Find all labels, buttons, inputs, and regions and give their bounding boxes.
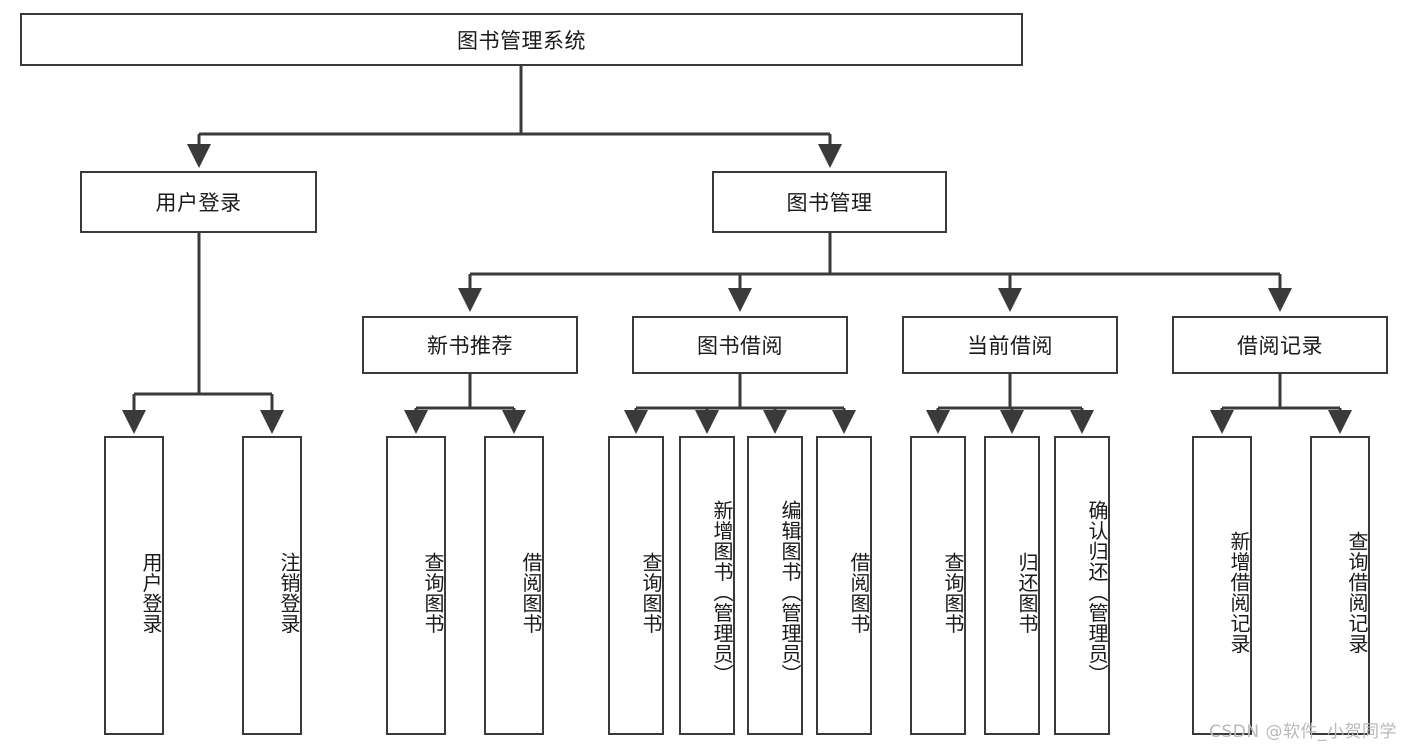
node-leaf-add-book-label: 新增图书（管理员） bbox=[710, 500, 734, 685]
node-book-manage[interactable]: 图书管理 bbox=[712, 171, 947, 233]
node-borrow-record-label: 借阅记录 bbox=[1237, 334, 1323, 358]
node-book-manage-label: 图书管理 bbox=[786, 191, 873, 215]
node-book-borrow[interactable]: 图书借阅 bbox=[632, 316, 848, 374]
node-current-borrow-label: 当前借阅 bbox=[967, 334, 1053, 358]
node-leaf-query-book-2-label: 查询图书 bbox=[639, 551, 663, 634]
node-leaf-return-book-label: 归还图书 bbox=[1015, 551, 1039, 634]
node-borrow-record[interactable]: 借阅记录 bbox=[1172, 316, 1388, 374]
node-leaf-confirm-return[interactable]: 确认归还（管理员） bbox=[1054, 436, 1110, 735]
node-root[interactable]: 图书管理系统 bbox=[20, 13, 1023, 66]
node-leaf-add-record[interactable]: 新增借阅记录 bbox=[1192, 436, 1252, 735]
node-leaf-user-login-label: 用户登录 bbox=[139, 551, 163, 634]
node-leaf-borrow-book-2-label: 借阅图书 bbox=[847, 551, 871, 634]
node-user-login-label: 用户登录 bbox=[155, 191, 242, 215]
node-leaf-query-record[interactable]: 查询借阅记录 bbox=[1310, 436, 1370, 735]
node-book-borrow-label: 图书借阅 bbox=[697, 334, 783, 358]
node-leaf-query-book-1-label: 查询图书 bbox=[421, 551, 445, 634]
node-leaf-return-book[interactable]: 归还图书 bbox=[984, 436, 1040, 735]
node-leaf-user-login[interactable]: 用户登录 bbox=[104, 436, 164, 735]
node-leaf-query-record-label: 查询借阅记录 bbox=[1345, 531, 1369, 654]
node-current-borrow[interactable]: 当前借阅 bbox=[902, 316, 1118, 374]
node-new-book-rec-label: 新书推荐 bbox=[427, 334, 513, 358]
node-leaf-add-book[interactable]: 新增图书（管理员） bbox=[679, 436, 735, 735]
node-leaf-edit-book[interactable]: 编辑图书（管理员） bbox=[747, 436, 803, 735]
node-leaf-edit-book-label: 编辑图书（管理员） bbox=[778, 500, 802, 685]
node-leaf-query-book-3[interactable]: 查询图书 bbox=[910, 436, 966, 735]
node-leaf-query-book-1[interactable]: 查询图书 bbox=[386, 436, 446, 735]
node-leaf-confirm-return-label: 确认归还（管理员） bbox=[1085, 500, 1109, 685]
node-root-label: 图书管理系统 bbox=[457, 28, 586, 53]
watermark: CSDN @软件_小贺同学 bbox=[1209, 722, 1397, 742]
node-user-login[interactable]: 用户登录 bbox=[80, 171, 317, 233]
node-leaf-add-record-label: 新增借阅记录 bbox=[1227, 531, 1251, 654]
node-leaf-logout-label: 注销登录 bbox=[277, 551, 301, 634]
node-leaf-query-book-3-label: 查询图书 bbox=[941, 551, 965, 634]
node-leaf-logout[interactable]: 注销登录 bbox=[242, 436, 302, 735]
node-leaf-borrow-book-1[interactable]: 借阅图书 bbox=[484, 436, 544, 735]
node-leaf-borrow-book-2[interactable]: 借阅图书 bbox=[816, 436, 872, 735]
node-new-book-rec[interactable]: 新书推荐 bbox=[362, 316, 578, 374]
node-leaf-query-book-2[interactable]: 查询图书 bbox=[608, 436, 664, 735]
node-leaf-borrow-book-1-label: 借阅图书 bbox=[519, 551, 543, 634]
